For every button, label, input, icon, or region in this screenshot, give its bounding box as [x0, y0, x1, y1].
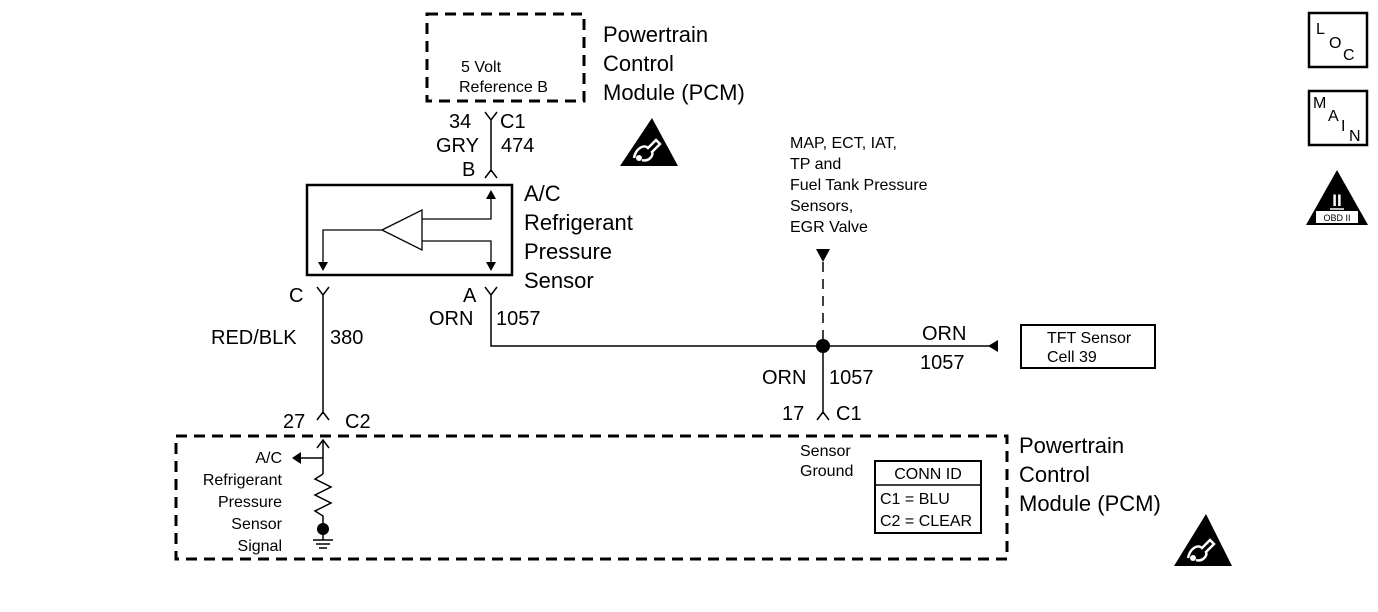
- connector-b-wire: [484, 111, 498, 179]
- sensor-pin-b: B: [462, 159, 475, 181]
- conn-id-row2: C2 = CLEAR: [880, 513, 972, 530]
- circuit-380: 380: [330, 327, 363, 349]
- note-line1: MAP, ECT, IAT,: [790, 135, 897, 152]
- sensor-title-line4: Sensor: [524, 268, 594, 293]
- pcm-top-dashed-box: [425, 12, 586, 103]
- refrigerant-sensor: A/C Refrigerant Pressure Sensor: [305, 181, 633, 293]
- wire-color-gry: GRY: [436, 135, 479, 157]
- pin-27-label: 27: [283, 411, 305, 433]
- pin-27-group: 27 C2: [283, 411, 371, 433]
- tft-label-line1: TFT Sensor: [1047, 330, 1132, 347]
- tft-label-line2: Cell 39: [1047, 349, 1097, 366]
- resistor-icon: [313, 473, 333, 528]
- circuit-474: 474: [501, 135, 534, 157]
- pin-c-circuit: C RED/BLK 380: [211, 285, 363, 421]
- sensor-title-line3: Pressure: [524, 239, 612, 264]
- pcm-top-title-line1: Powertrain: [603, 22, 708, 47]
- pcm-bottom-module: A/C Refrigerant Pressure Sensor Signal P…: [174, 433, 1161, 561]
- ground-symbol-icon: [313, 535, 333, 549]
- note-line4: Sensors,: [790, 198, 853, 215]
- conn-id-header: CONN ID: [894, 466, 962, 483]
- connector-c2-label: C2: [345, 411, 371, 433]
- wire-380: [316, 286, 330, 421]
- sensor-box: [305, 183, 514, 277]
- wire-color-orn-a: ORN: [429, 308, 473, 330]
- conn-id-table: CONN ID C1 = BLU C2 = CLEAR: [874, 460, 982, 534]
- sensor-title-line2: Refrigerant: [524, 210, 633, 235]
- pcm-bottom-title-line2: Control: [1019, 462, 1090, 487]
- main-letter-a: A: [1328, 108, 1339, 125]
- circuit-1057-gnd: 1057: [829, 367, 874, 389]
- note-line2: TP and: [790, 156, 841, 173]
- pin-17-label: 17: [782, 403, 804, 425]
- pcm-top-ref-line1: 5 Volt: [461, 59, 502, 76]
- esd-warning-icon: [620, 118, 678, 166]
- signal-line1: A/C: [255, 450, 282, 467]
- pcm-top-title-line3: Module (PCM): [603, 80, 745, 105]
- sensor-ground-line2: Ground: [800, 463, 853, 480]
- main-icon[interactable]: M A I N: [1307, 89, 1369, 147]
- connector-c1-gnd: C1: [836, 403, 862, 425]
- loc-icon[interactable]: L O C: [1307, 11, 1369, 69]
- pin-a-circuit: A ORN 1057: [429, 285, 998, 353]
- pcm-bottom-title-line3: Module (PCM): [1019, 491, 1161, 516]
- circuit-1057-a: 1057: [496, 308, 541, 330]
- main-letter-i: I: [1341, 118, 1345, 135]
- tft-sensor-box: [1020, 324, 1156, 369]
- signal-line3: Pressure: [218, 494, 282, 511]
- connector-b-group: 34 C1 GRY 474 B: [436, 111, 534, 181]
- ground-wire: [816, 346, 830, 421]
- connector-c1-label: C1: [500, 111, 526, 133]
- signal-line4: Sensor: [231, 516, 282, 533]
- tft-branch: ORN 1057 TFT Sensor Cell 39: [920, 323, 1156, 374]
- obd-label: OBD II: [1323, 213, 1350, 223]
- obd-ii-icon[interactable]: II OBD II: [1306, 170, 1368, 225]
- pin-34-label: 34: [449, 111, 471, 133]
- wire-color-orn-gnd: ORN: [762, 367, 806, 389]
- wire-color-orn-tft: ORN: [922, 323, 966, 345]
- esd-warning-icon-bottom: [1174, 514, 1232, 566]
- note-line3: Fuel Tank Pressure: [790, 177, 928, 194]
- obd-symbol: II: [1332, 191, 1341, 210]
- shared-ground-note: MAP, ECT, IAT, TP and Fuel Tank Pressure…: [790, 135, 928, 340]
- circuit-1057-tft: 1057: [920, 352, 965, 374]
- pcm-top-module: 5 Volt Reference B Powertrain Control Mo…: [425, 12, 745, 105]
- wire-color-red-blk: RED/BLK: [211, 327, 297, 349]
- pcm-bottom-title-line1: Powertrain: [1019, 433, 1124, 458]
- conn-id-row1: C1 = BLU: [880, 491, 950, 508]
- sensor-ground-branch: ORN 1057 17 C1 Sensor Ground: [762, 346, 874, 480]
- signal-line2: Refrigerant: [203, 472, 283, 489]
- main-letter-n: N: [1349, 128, 1361, 145]
- pcm-bottom-dashed-box: [174, 434, 1009, 561]
- pin-a-label: A: [463, 285, 477, 307]
- loc-letter-o: O: [1329, 35, 1341, 52]
- main-letter-m: M: [1313, 95, 1326, 112]
- signal-line5: Signal: [238, 538, 282, 555]
- sensor-title-line1: A/C: [524, 181, 561, 206]
- loc-letter-c: C: [1343, 47, 1355, 64]
- pin-c-label: C: [289, 285, 303, 307]
- note-line5: EGR Valve: [790, 219, 868, 236]
- amplifier-icon: [380, 208, 423, 252]
- pcm-top-title-line2: Control: [603, 51, 674, 76]
- wire-1057: [484, 286, 990, 347]
- pcm-top-ref-line2: Reference B: [459, 79, 548, 96]
- loc-letter-l: L: [1316, 21, 1325, 38]
- sensor-ground-line1: Sensor: [800, 443, 851, 460]
